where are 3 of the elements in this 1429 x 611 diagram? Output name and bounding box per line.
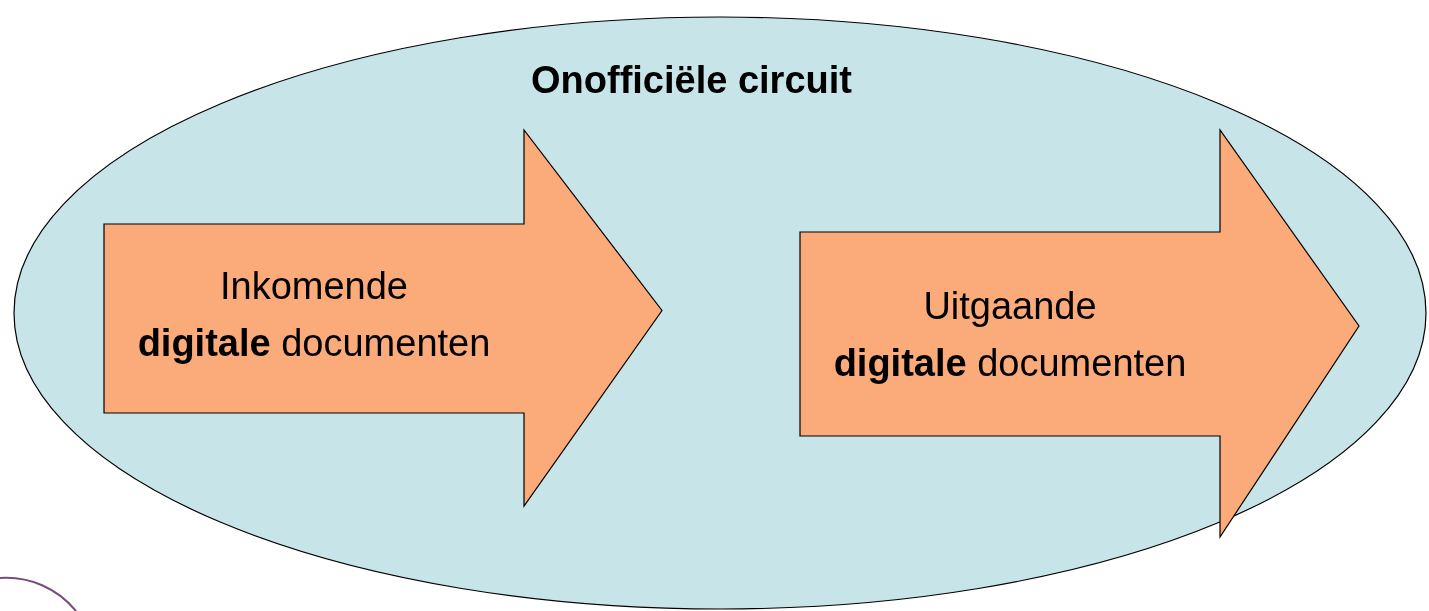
arrow-label: Inkomende digitale documenten xyxy=(136,264,492,366)
region-title: Onofficiële circuit xyxy=(531,59,852,102)
arrow-label: Uitgaande digitale documenten xyxy=(832,284,1188,386)
